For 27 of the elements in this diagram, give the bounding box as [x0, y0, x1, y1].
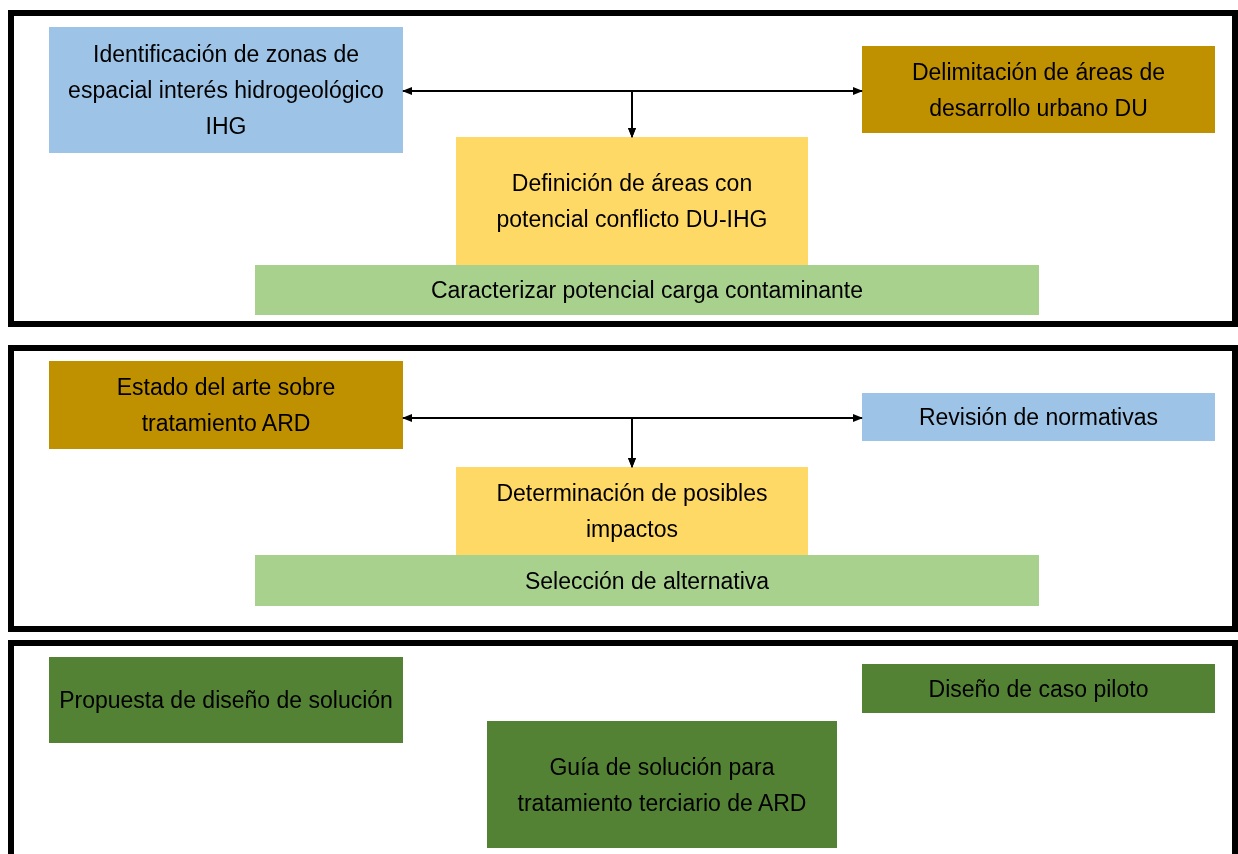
box-text: Selección de alternativa	[524, 566, 770, 596]
process-box	[862, 46, 1215, 133]
box-text: Propuesta de diseño de solución	[59, 686, 393, 715]
process-box	[255, 265, 1039, 315]
process-box	[862, 393, 1215, 441]
process-box	[49, 27, 403, 153]
process-box	[49, 361, 403, 449]
process-box	[456, 467, 808, 555]
arrow	[628, 417, 863, 468]
box-text: Revisión de normativas	[918, 403, 1159, 432]
box-text: Estado del arte sobre tratamiento ARD	[115, 373, 337, 438]
box-text: Diseño de caso piloto	[928, 674, 1149, 704]
section-frame	[8, 640, 1238, 854]
section-frame	[8, 10, 1238, 327]
process-box	[49, 657, 403, 743]
process-box	[456, 137, 808, 265]
box-text: Determinación de posibles impactos	[495, 479, 769, 544]
box-text: Delimitación de áreas de desarrollo urbano DU	[910, 57, 1167, 123]
box-text: Definición de áreas con potencial conflicto DU-IHG	[495, 169, 769, 234]
box-text: Guía de solución para tratamiento terciario de ARD	[516, 752, 808, 818]
box-text: Caracterizar potencial carga contaminante	[430, 276, 864, 305]
section-frame	[8, 345, 1238, 632]
process-box	[487, 721, 837, 848]
arrow	[628, 90, 863, 138]
box-text: Identificación de zonas de espacial interés hidrogeológico IHG	[67, 40, 385, 141]
process-box	[255, 555, 1039, 606]
process-box	[862, 664, 1215, 713]
